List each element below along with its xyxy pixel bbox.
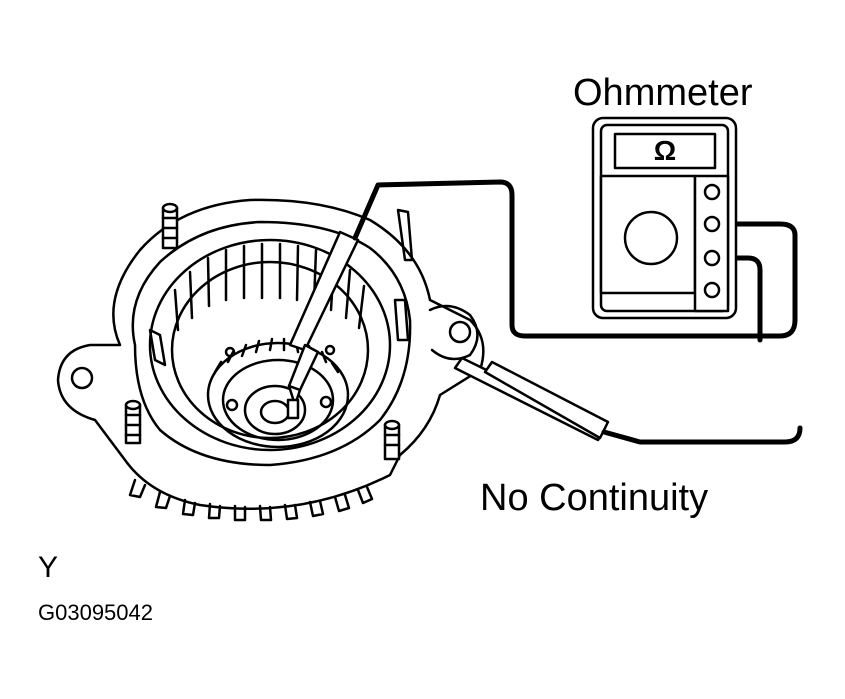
meter-jack: [703, 183, 721, 201]
view-letter: Y: [38, 551, 59, 584]
meter-display-symbol: Ω: [653, 135, 677, 166]
terminal-stud: [383, 419, 401, 461]
test-lead: [352, 179, 803, 445]
meter-jack: [703, 281, 721, 299]
no-continuity-label: No Continuity: [480, 477, 709, 519]
terminal-stud: [161, 202, 179, 250]
test-probe: [453, 356, 610, 442]
selector-dial: [623, 210, 679, 266]
ohmmeter-label: Ohmmeter: [573, 72, 753, 114]
ohmmeter: [591, 116, 738, 320]
meter-jack: [703, 249, 721, 267]
meter-display: [613, 132, 717, 170]
test-probe: [286, 230, 360, 420]
meter-jack: [703, 215, 721, 233]
terminal-stud: [124, 399, 142, 445]
alternator-housing: [56, 198, 485, 522]
figure-code: G03095042: [38, 600, 153, 625]
